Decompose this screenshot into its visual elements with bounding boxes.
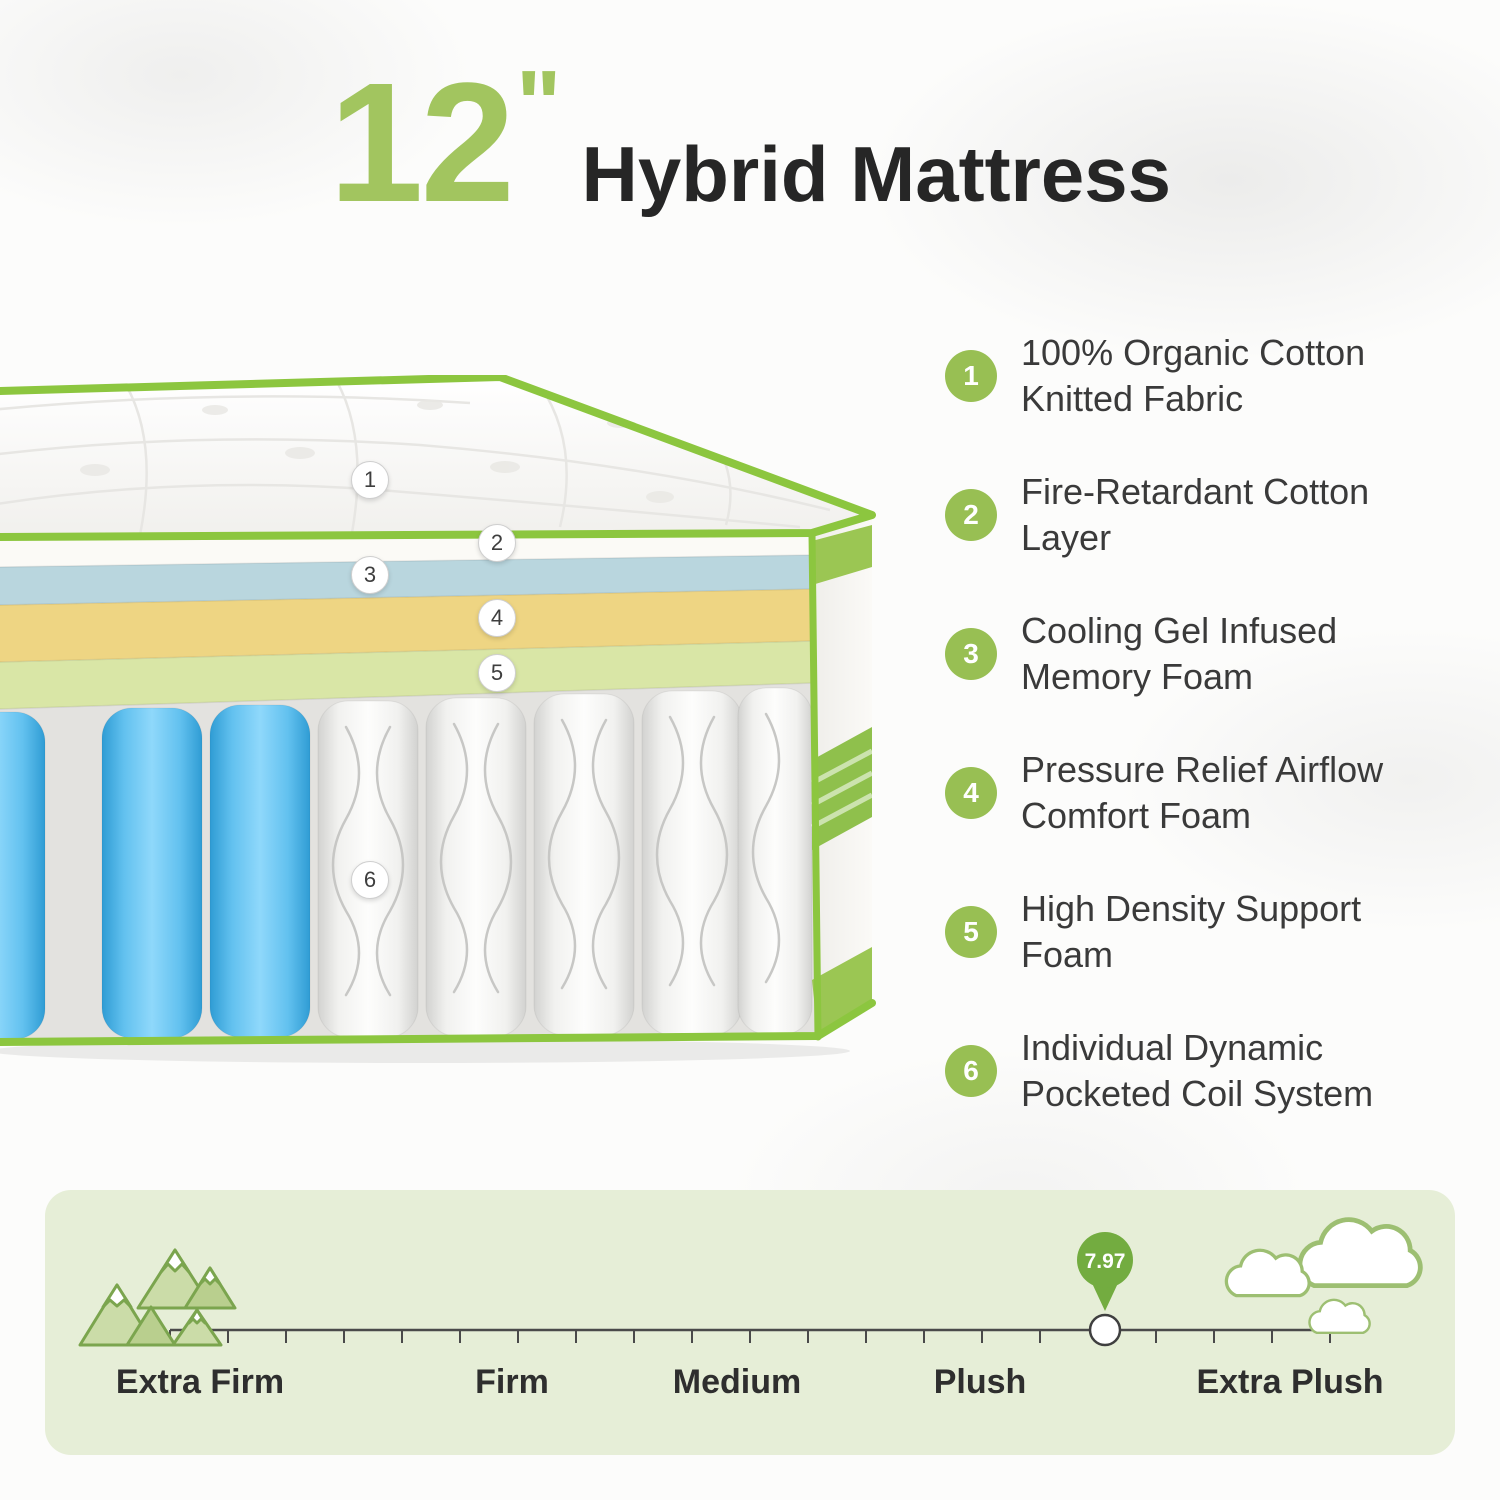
green-piping [0,375,876,1046]
layer-separators [0,554,815,710]
scale-label-extra-plush: Extra Plush [1196,1363,1383,1401]
feature-item-4: 4 Pressure Relief Airflow Comfort Foam [945,747,1490,839]
layer-marker-2: 2 [478,524,516,562]
feature-number-badge: 4 [945,767,997,819]
pocketed-coils [0,687,813,1040]
firmness-marker-dot [1088,1313,1122,1347]
feature-line: Foam [1021,934,1114,975]
side-handle [810,727,874,850]
layer-support-foam [0,641,814,709]
scale-label-medium: Medium [673,1363,801,1401]
mattress-shadow [0,1039,850,1063]
inch-mark: " [516,51,562,158]
feature-line: Individual Dynamic [1021,1027,1324,1068]
mattress-cutaway-diagram: 1 2 3 4 5 6 [0,375,880,1065]
layer-fire-retardant-cotton [0,533,814,567]
scale-label-firm: Firm [475,1363,549,1401]
layer-gel-memory-foam [0,555,814,605]
feature-item-3: 3 Cooling Gel Infused Memory Foam [945,608,1490,700]
side-strap-bottom [812,947,872,1037]
scale-axis [169,1328,1331,1343]
feature-number-badge: 1 [945,350,997,402]
feature-item-6: 6 Individual Dynamic Pocketed Coil Syste… [945,1025,1490,1117]
feature-item-5: 5 High Density Support Foam [945,886,1490,978]
feature-item-2: 2 Fire-Retardant Cotton Layer [945,469,1490,561]
feature-line: Pocketed Coil System [1021,1073,1374,1114]
layer-marker-3: 3 [351,556,389,594]
feature-text: 100% Organic Cotton Knitted Fabric [1021,330,1365,422]
scale-label-plush: Plush [934,1363,1027,1401]
coil-blue [101,707,203,1039]
firmness-scale-panel: 7.97 Extra Firm Firm Medium Plush Extra … [45,1190,1455,1455]
feature-number-badge: 6 [945,1045,997,1097]
feature-text: Pressure Relief Airflow Comfort Foam [1021,747,1383,839]
coil-white [737,687,813,1035]
feature-text: High Density Support Foam [1021,886,1361,978]
scale-label-extra-firm: Extra Firm [116,1363,284,1401]
side-strap-top [812,525,872,585]
coil-blue [209,704,311,1038]
cloud-icon [1224,1220,1420,1335]
feature-line: Pressure Relief Airflow [1021,749,1384,790]
feature-line: Memory Foam [1021,656,1254,697]
mattress-illustration [0,375,876,1063]
coil-mesh-pattern [331,712,781,997]
layer-marker-6: 6 [351,861,389,899]
mountain-icon [78,1248,237,1347]
layer-marker-4: 4 [478,599,516,637]
feature-list: 1 100% Organic Cotton Knitted Fabric 2 F… [945,330,1490,1164]
product-name: Hybrid Mattress [581,130,1172,218]
feature-text: Individual Dynamic Pocketed Coil System [1021,1025,1373,1117]
feature-number-badge: 5 [945,906,997,958]
feature-text: Fire-Retardant Cotton Layer [1021,469,1369,561]
feature-line: Layer [1021,517,1112,558]
layer-comfort-foam [0,589,814,662]
firmness-scale: 7.97 Extra Firm Firm Medium Plush Extra … [78,1190,1455,1401]
feature-item-1: 1 100% Organic Cotton Knitted Fabric [945,330,1490,422]
feature-line: Comfort Foam [1021,795,1252,836]
page-title: 12 " Hybrid Mattress [0,48,1500,238]
feature-line: Cooling Gel Infused [1021,610,1338,651]
coil-blue [0,711,46,1040]
feature-line: High Density Support [1021,888,1362,929]
feature-text: Cooling Gel Infused Memory Foam [1021,608,1337,700]
firmness-pin: 7.97 [1077,1232,1133,1311]
feature-number-badge: 3 [945,628,997,680]
layer-marker-5: 5 [478,654,516,692]
feature-line: Fire-Retardant Cotton [1021,471,1370,512]
firmness-value: 7.97 [1085,1250,1126,1273]
feature-line: Knitted Fabric [1021,378,1244,419]
layer-marker-1: 1 [351,461,389,499]
feature-line: 100% Organic Cotton [1021,332,1366,373]
mattress-height-number: 12 [328,48,515,238]
feature-number-badge: 2 [945,489,997,541]
